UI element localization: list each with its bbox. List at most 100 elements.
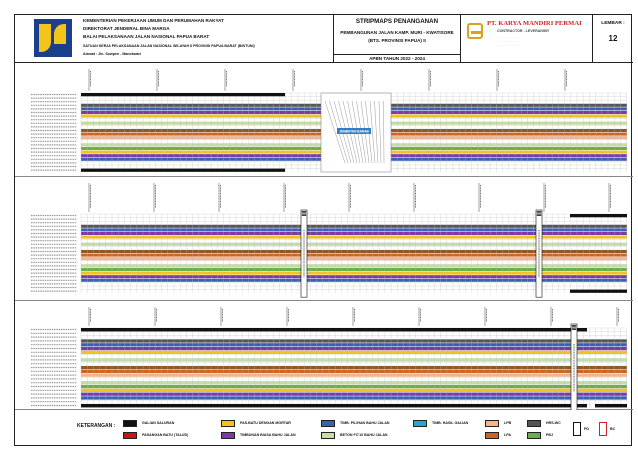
sheet-number: 12 xyxy=(608,34,618,43)
strip-map-3 xyxy=(31,307,627,410)
galian-saluran-segment xyxy=(570,289,627,293)
sheet-number-block: LEMBAR : 12 xyxy=(593,15,633,63)
treatment-band xyxy=(81,385,627,389)
title-block: STRIPMAPS PENANGANAN PEMBANGUNAN JALAN K… xyxy=(333,15,461,63)
treatment-band xyxy=(81,278,627,282)
legend-swatch xyxy=(221,431,235,439)
galian-saluran-segment xyxy=(81,93,285,97)
legend-label: TIMB. HASIL GALIAN xyxy=(432,421,469,425)
project-name: PEMBANGUNAN JALAN KAMP. MURI - KWATISORE xyxy=(340,30,454,35)
treatment-band xyxy=(81,373,627,377)
culvert-hatch xyxy=(571,327,577,329)
strip-map-2 xyxy=(31,183,627,298)
treatment-band xyxy=(81,366,627,370)
legend-swatch xyxy=(527,419,541,427)
legend-swatch xyxy=(123,431,137,439)
treatment-band xyxy=(81,264,627,268)
culvert-hatch xyxy=(536,213,542,215)
agency-line: DIREKTORAT JENDERAL BINA MARGA xyxy=(83,26,170,32)
treatment-band xyxy=(81,228,627,232)
galian-saluran-segment xyxy=(570,214,627,218)
drawing-title: STRIPMAPS PENANGANAN xyxy=(355,18,439,25)
legend-swatch xyxy=(221,419,235,427)
treatment-band xyxy=(81,242,627,246)
culvert-hatch xyxy=(571,325,577,326)
galian-saluran-segment xyxy=(81,168,285,172)
bridge-hatch xyxy=(378,100,382,164)
legend-pd-label: PD xyxy=(584,427,589,431)
strip-panel-3 xyxy=(15,301,633,410)
treatment-band xyxy=(81,224,627,228)
legend-item: TIMB. PILIHAN BAHU JALAN xyxy=(321,419,390,427)
treatment-band xyxy=(81,347,627,351)
legend-swatch xyxy=(527,431,541,439)
budget-year: APBN TAHUN 2022 - 2024 xyxy=(334,54,460,61)
treatment-band xyxy=(81,396,627,400)
legend-title: KETERANGAN : xyxy=(77,423,116,429)
legend-label: TIMB. PILIHAN BAHU JALAN xyxy=(340,421,390,425)
galian-saluran-segment xyxy=(595,404,627,408)
agency-line: SATUAN KERJA PELAKSANAAN JALAN NASIONAL … xyxy=(83,43,255,48)
contractor-name: PT. KARYA MANDIRI PERMAI xyxy=(487,20,582,27)
treatment-band xyxy=(81,388,627,392)
legend-item: GALIAN SALURAN xyxy=(123,419,174,427)
culvert-hatch xyxy=(301,215,307,216)
legend-item: PBJ xyxy=(527,431,553,439)
legend-item: PASANGAN BATU (TALUD) xyxy=(123,431,188,439)
sheet-label: LEMBAR : xyxy=(601,21,625,26)
treatment-band xyxy=(81,275,627,279)
treatment-band xyxy=(81,232,627,235)
legend-item: HRS-WC xyxy=(527,419,561,427)
contractor-info: · · · · · · · · · · · · · ·· · · · · · ·… xyxy=(497,35,521,47)
agency-block: KEMENTERIAN PEKERJAAN UMUM DAN PERUMAHAN… xyxy=(83,17,333,58)
bridge-hatch xyxy=(369,100,376,164)
culvert-hatch xyxy=(536,212,542,214)
legend-swatch xyxy=(321,419,335,427)
galian-saluran-segment xyxy=(81,328,587,332)
culvert-box xyxy=(535,209,543,298)
legend-label: PASANGAN BATU (TALUD) xyxy=(142,433,189,437)
strip-panel-2 xyxy=(15,177,633,301)
contractor-subtitle: CONTRACTOR - LEVERANSIR xyxy=(497,29,549,33)
legend-label: BETON FC'10 BAHU JALAN xyxy=(340,433,388,437)
treatment-band xyxy=(81,235,627,239)
treatment-band xyxy=(81,257,627,261)
treatment-band xyxy=(81,369,627,373)
culvert-box xyxy=(300,209,308,298)
bridge-hatch xyxy=(374,100,379,164)
legend-swatch xyxy=(321,431,335,439)
culvert-hatch xyxy=(301,211,307,212)
agency-address: Alamat : Jln. Sowpen - Manokwari xyxy=(83,51,141,56)
treatment-band xyxy=(81,250,627,253)
bridge-label-bg xyxy=(337,128,371,134)
legend-item: PAS.BATU DENGAN MORTAR xyxy=(221,419,291,427)
legend-swatch xyxy=(485,419,499,427)
treatment-band xyxy=(81,381,627,385)
legend-item: TIMB. HASIL GALIAN xyxy=(413,419,468,427)
bridge-hatch xyxy=(324,100,346,164)
legend-label: GALIAN SALURAN xyxy=(142,421,175,425)
legend: KETERANGAN : GALIAN SALURAN PASANGAN BAT… xyxy=(15,410,633,447)
legend-item: LPA xyxy=(485,431,511,439)
galian-saluran-segment xyxy=(81,404,587,408)
legend-bc-box xyxy=(599,422,607,436)
treatment-band xyxy=(81,392,627,396)
culvert-hatch xyxy=(536,215,542,216)
legend-swatch xyxy=(485,431,499,439)
bridge-hatch xyxy=(383,100,385,164)
legend-item: BETON FC'10 BAHU JALAN xyxy=(321,431,388,439)
bridge-label: JEMBATAN BARAB xyxy=(339,129,369,133)
legend-label: PBJ xyxy=(546,433,553,437)
legend-bc-label: BC xyxy=(610,427,616,431)
pupr-logo xyxy=(34,19,72,57)
culvert-hatch xyxy=(571,326,577,328)
culvert-hatch xyxy=(301,212,307,214)
agency-line: KEMENTERIAN PEKERJAAN UMUM DAN PERUMAHAN… xyxy=(83,18,224,23)
treatment-band xyxy=(81,358,627,362)
treatment-band xyxy=(81,271,627,275)
treatment-band xyxy=(81,350,627,354)
legend-pd-box xyxy=(573,422,581,436)
culvert-hatch xyxy=(536,211,542,212)
excavator-logo-icon xyxy=(467,23,483,39)
treatment-band xyxy=(81,253,627,257)
